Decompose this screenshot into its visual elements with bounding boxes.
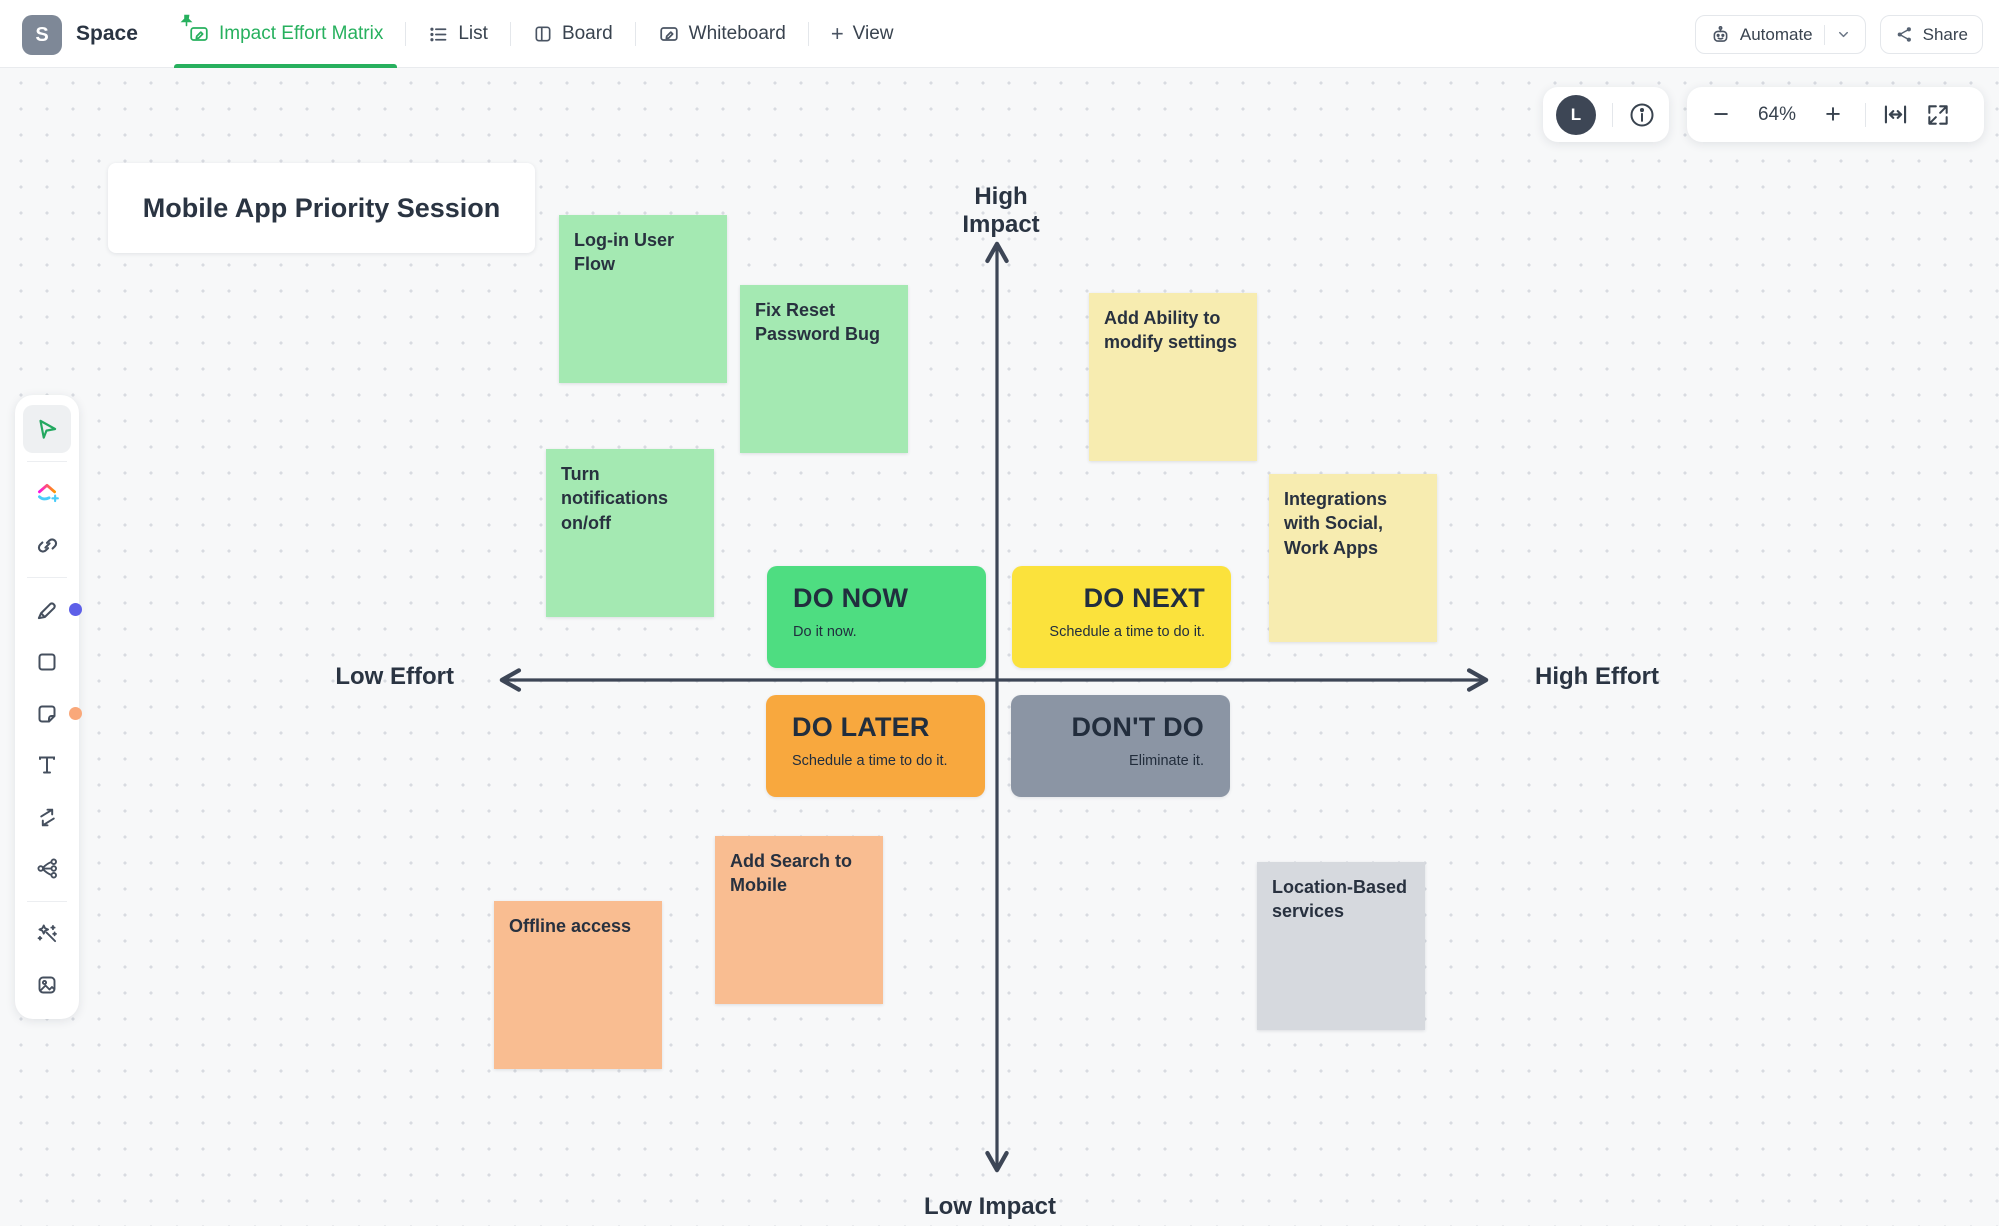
- quadrant-title: DO NOW: [793, 583, 909, 613]
- mindmap-tool-button[interactable]: [23, 845, 71, 893]
- quadrant-card-do-next[interactable]: DO NEXT Schedule a time to do it.: [1012, 566, 1231, 668]
- cursor-icon: [34, 416, 60, 442]
- whiteboard-icon: [658, 23, 680, 45]
- zoom-controls: − 64% +: [1687, 87, 1984, 142]
- quadrant-title: DON'T DO: [1071, 712, 1204, 742]
- magic-wand-icon: [34, 920, 60, 946]
- add-view-button[interactable]: + View: [809, 0, 916, 68]
- quadrant-card-dont-do[interactable]: DON'T DO Eliminate it.: [1011, 695, 1230, 797]
- plus-icon: +: [830, 21, 844, 46]
- pen-color-dot: [69, 603, 82, 617]
- select-tool-button[interactable]: [23, 405, 71, 453]
- whiteboard-icon: [188, 23, 210, 45]
- mindmap-icon: [35, 856, 60, 881]
- connector-arrows-icon: [35, 805, 60, 830]
- active-tab-underline: [174, 64, 398, 68]
- view-tabs: Impact Effort Matrix List Board Whiteboa…: [166, 0, 916, 68]
- presence-panel: L: [1543, 87, 1669, 142]
- zoom-out-button[interactable]: −: [1713, 99, 1729, 129]
- pen-tool-button[interactable]: [23, 586, 82, 634]
- ai-tool-button[interactable]: [23, 910, 71, 958]
- quadrant-subtitle: Eliminate it.: [1129, 753, 1204, 769]
- quadrant-subtitle: Do it now.: [793, 624, 857, 640]
- toolbar-divider: [27, 900, 67, 902]
- panel-divider: [1611, 102, 1613, 127]
- info-icon[interactable]: [1628, 101, 1656, 129]
- marker-pen-icon: [34, 597, 60, 623]
- user-avatar[interactable]: L: [1556, 94, 1596, 135]
- connector-tool-button[interactable]: [23, 793, 71, 841]
- sticky-note-login-user-flow[interactable]: Log-in User Flow: [559, 215, 727, 383]
- share-label: Share: [1922, 24, 1968, 44]
- drawing-toolbar: [15, 395, 82, 1019]
- tab-list[interactable]: List: [406, 0, 510, 68]
- share-button[interactable]: Share: [1879, 15, 1983, 54]
- list-icon: [428, 24, 449, 45]
- fit-to-width-icon[interactable]: [1882, 101, 1909, 128]
- link-icon: [35, 533, 60, 558]
- text-tool-button[interactable]: [23, 741, 71, 789]
- image-icon: [35, 973, 59, 997]
- link-tool-button[interactable]: [23, 521, 71, 569]
- sticky-note-integrations[interactable]: Integrations with Social, Work Apps: [1269, 474, 1437, 642]
- fullscreen-icon[interactable]: [1925, 102, 1951, 128]
- tab-whiteboard[interactable]: Whiteboard: [636, 0, 808, 68]
- toolbar-divider: [27, 577, 67, 579]
- axis-label-high-effort: High Effort: [1535, 663, 1659, 690]
- button-divider: [1823, 24, 1825, 45]
- tab-separator: [509, 22, 511, 46]
- sticky-color-dot: [69, 706, 82, 720]
- quadrant-card-do-now[interactable]: DO NOW Do it now.: [767, 566, 986, 668]
- board-title-card[interactable]: Mobile App Priority Session: [108, 163, 535, 253]
- tab-label: Board: [561, 23, 613, 44]
- sticky-note-tool-button[interactable]: [23, 690, 82, 738]
- robot-icon: [1710, 24, 1731, 45]
- square-icon: [35, 650, 59, 674]
- space-avatar[interactable]: S: [22, 15, 62, 55]
- zoom-in-button[interactable]: +: [1825, 99, 1841, 129]
- quadrant-card-do-later[interactable]: DO LATER Schedule a time to do it.: [766, 695, 985, 797]
- top-bar: S Space Impact Effort Matrix List Board: [0, 0, 1999, 68]
- axis-label-high-impact: High Impact: [962, 183, 1040, 238]
- quadrant-title: DO LATER: [792, 712, 930, 742]
- clickup-add-tool-button[interactable]: [23, 470, 71, 518]
- sticky-note-icon: [35, 702, 59, 726]
- tab-separator: [807, 22, 809, 46]
- sticky-note-fix-reset-password[interactable]: Fix Reset Password Bug: [740, 285, 908, 453]
- quadrant-title: DO NEXT: [1083, 583, 1205, 613]
- quadrant-subtitle: Schedule a time to do it.: [792, 753, 948, 769]
- tab-separator: [634, 22, 636, 46]
- toolbar-divider: [27, 460, 67, 462]
- tab-label: List: [458, 23, 488, 44]
- pin-icon: [180, 14, 193, 27]
- shape-tool-button[interactable]: [23, 638, 71, 686]
- space-title[interactable]: Space: [76, 22, 138, 45]
- board-icon: [533, 24, 553, 44]
- sticky-note-turn-notifications[interactable]: Turn notifications on/off: [546, 449, 714, 617]
- view-label: View: [852, 23, 894, 44]
- tab-label: Whiteboard: [688, 23, 786, 44]
- tab-label: Impact Effort Matrix: [219, 23, 384, 44]
- sticky-note-add-search[interactable]: Add Search to Mobile: [715, 836, 883, 1004]
- text-icon: [35, 753, 59, 777]
- image-tool-button[interactable]: [23, 961, 71, 1009]
- tab-board[interactable]: Board: [511, 0, 635, 68]
- axis-label-low-effort: Low Effort: [335, 663, 454, 690]
- sticky-note-modify-settings[interactable]: Add Ability to modify settings: [1089, 293, 1257, 461]
- automate-label: Automate: [1739, 24, 1813, 44]
- axis-label-low-impact: Low Impact: [923, 1193, 1056, 1220]
- share-icon: [1895, 25, 1914, 44]
- quadrant-subtitle: Schedule a time to do it.: [1049, 624, 1205, 640]
- chevron-down-icon[interactable]: [1836, 27, 1851, 42]
- tab-separator: [405, 22, 407, 46]
- automate-button[interactable]: Automate: [1694, 15, 1866, 54]
- clickup-plus-icon: [34, 481, 60, 507]
- topbar-actions: Automate Share: [1694, 15, 1983, 54]
- sticky-note-location-services[interactable]: Location-Based services: [1257, 862, 1425, 1030]
- tab-impact-effort-matrix[interactable]: Impact Effort Matrix: [166, 0, 405, 68]
- sticky-note-offline-access[interactable]: Offline access: [494, 901, 662, 1069]
- zoom-level[interactable]: 64%: [1757, 103, 1797, 125]
- panel-divider: [1865, 102, 1866, 127]
- whiteboard-canvas[interactable]: High Impact Low Impact Low Effort High E…: [0, 68, 1999, 1226]
